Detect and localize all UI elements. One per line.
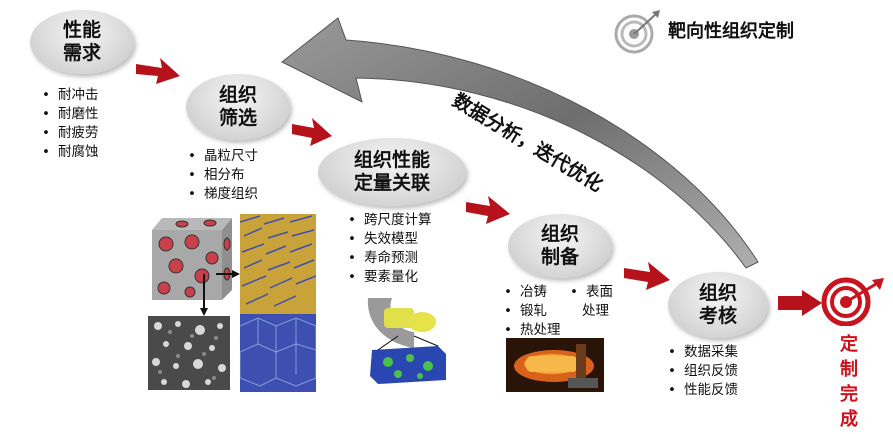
simulation-image [367, 298, 446, 384]
list-item: 耐疲劳 [42, 124, 99, 143]
stage-list-evaluation: 数据采集 组织反馈 性能反馈 [668, 343, 738, 400]
stage-ellipse-screening: 组织 筛选 [186, 74, 290, 140]
list-item: 处理 [570, 302, 613, 321]
result-char: 完 [840, 384, 858, 405]
list-item: 耐磨性 [42, 105, 99, 124]
flow-arrow-1 [136, 58, 180, 84]
stage-list-screening: 晶粒尺寸 相分布 梯度组织 [188, 147, 258, 204]
list-item: 锻轧 [504, 302, 560, 321]
list-item: 性能反馈 [668, 381, 738, 400]
stage-ellipse-evaluation: 组织 考核 [668, 272, 768, 338]
list-item: 寿命预测 [348, 249, 431, 268]
stage-ellipse-correlation: 组织性能 定量关联 [318, 138, 466, 206]
gradient-structure-image [240, 214, 316, 392]
result-text: 定 制 完 成 [838, 332, 860, 432]
stage-list-correlation: 跨尺度计算 失效模型 寿命预测 要素量化 [348, 211, 432, 287]
sem-micrograph-image [148, 316, 230, 390]
list-item: 耐腐蚀 [42, 143, 99, 162]
stage-list-performance: 耐冲击 耐磨性 耐疲劳 耐腐蚀 [42, 86, 99, 162]
result-char: 定 [840, 334, 858, 355]
result-char: 制 [840, 359, 858, 380]
list-item: 表面 [570, 283, 613, 302]
stage-list-preparation: 冶铸 锻轧 热处理 [504, 283, 561, 340]
stage-list-preparation-right: 表面 处理 [570, 283, 613, 321]
result-char: 成 [840, 409, 858, 430]
stage-title: 组织 考核 [698, 282, 737, 327]
list-item: 组织反馈 [668, 362, 738, 381]
list-item: 冶铸 [504, 283, 560, 302]
list-item: 热处理 [504, 321, 561, 340]
flow-arrow-2 [292, 118, 332, 146]
stage-title: 组织 制备 [540, 223, 579, 268]
stage-ellipse-preparation: 组织 制备 [508, 214, 612, 278]
stage-title: 组织性能 定量关联 [353, 149, 430, 194]
cube-arrows [200, 270, 240, 316]
page-title: 靶向性组织定制 [668, 21, 794, 42]
list-item: 耐冲击 [42, 86, 99, 105]
flow-arrow-3 [466, 196, 510, 224]
stage-title: 性能 需求 [62, 19, 101, 64]
stage-ellipse-performance: 性能 需求 [30, 10, 134, 74]
list-item: 梯度组织 [188, 185, 258, 204]
forging-image [506, 338, 604, 392]
list-item: 失效模型 [348, 230, 431, 249]
stage-title: 组织 筛选 [218, 84, 257, 129]
list-item: 晶粒尺寸 [188, 147, 258, 166]
list-item: 数据采集 [668, 343, 738, 362]
flow-arrow-4 [624, 262, 670, 290]
target-icon [821, 277, 884, 326]
flow-arrow-5 [778, 290, 822, 316]
list-item-text: 处理 [582, 303, 609, 319]
list-item: 要素量化 [348, 268, 431, 287]
microstructure-cube-image [152, 218, 232, 300]
list-item: 相分布 [188, 166, 258, 185]
list-item: 跨尺度计算 [348, 211, 432, 230]
target-icon [614, 10, 660, 54]
